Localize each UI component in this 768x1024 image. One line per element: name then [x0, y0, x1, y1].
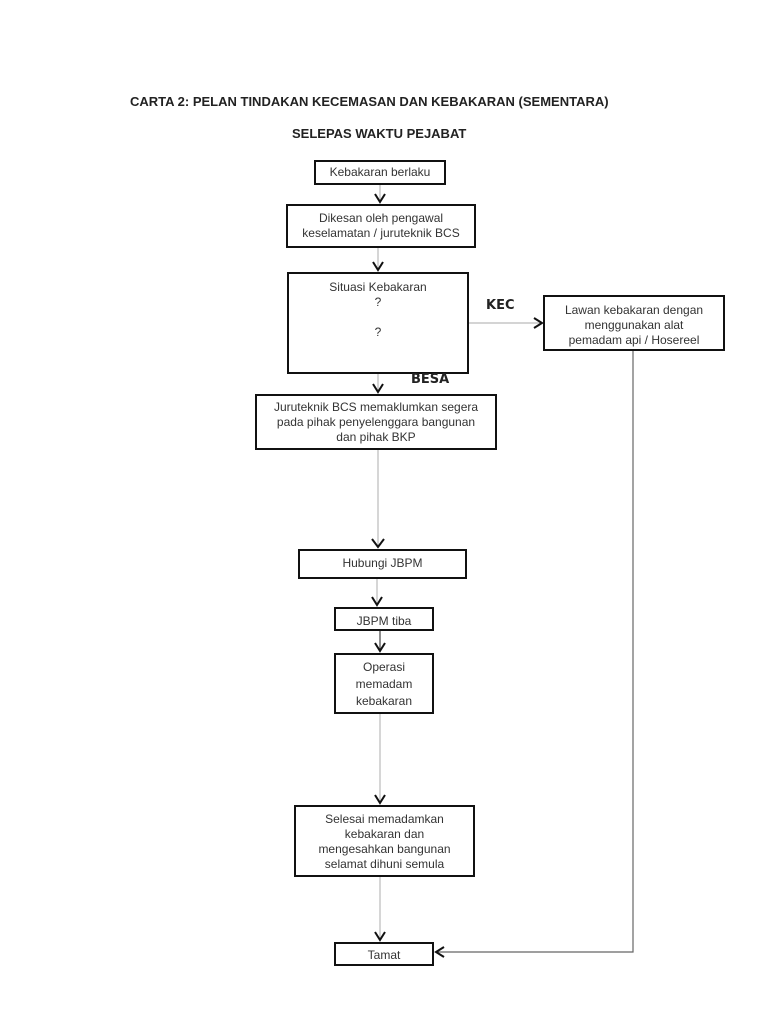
- node-text: memadam: [355, 677, 413, 691]
- node-text: Tamat: [367, 948, 401, 962]
- arrowhead: [434, 946, 445, 958]
- node-text: ?: [374, 325, 382, 339]
- arrowhead: [374, 193, 386, 204]
- node-text: kebakaran: [355, 694, 413, 708]
- arrowhead: [372, 383, 384, 394]
- node-text: pemadam api / Hosereel: [568, 333, 700, 347]
- node-fire-occurs: Kebakaran berlaku: [314, 160, 446, 185]
- node-text: Selesai memadamkan: [325, 812, 444, 826]
- node-text: Juruteknik BCS memaklumkan segera: [273, 400, 479, 414]
- arrowhead: [533, 317, 544, 329]
- node-detected: Dikesan oleh pengawal keselamatan / juru…: [286, 204, 476, 248]
- arrowhead: [374, 931, 386, 942]
- arrowhead: [371, 538, 385, 549]
- chart-subtitle: SELEPAS WAKTU PEJABAT: [292, 126, 467, 141]
- node-text: kebakaran dan: [344, 827, 425, 841]
- node-text: Situasi Kebakaran: [329, 280, 427, 294]
- node-text: keselamatan / juruteknik BCS: [302, 226, 460, 240]
- node-jbpm-arrives: JBPM tiba: [334, 607, 434, 631]
- node-fight-fire: Lawan kebakaran dengan menggunakan alat …: [543, 295, 725, 351]
- node-operation: Operasi memadam kebakaran: [334, 653, 434, 714]
- node-notify: Juruteknik BCS memaklumkan segera pada p…: [255, 394, 497, 450]
- node-end: Tamat: [334, 942, 434, 966]
- node-text: mengesahkan bangunan: [318, 842, 451, 856]
- node-text: selamat dihuni semula: [324, 857, 445, 871]
- node-text: menggunakan alat: [584, 318, 684, 332]
- connector-fight-end: [436, 350, 634, 953]
- node-text: Lawan kebakaran dengan: [564, 303, 704, 317]
- edge-label-besa: BESA: [411, 372, 450, 387]
- edge-label-kec: KEC: [486, 298, 515, 313]
- node-text: Hubungi JBPM: [342, 556, 423, 570]
- arrowhead: [371, 596, 383, 607]
- node-text: Kebakaran berlaku: [329, 165, 431, 179]
- node-text: JBPM tiba: [356, 614, 412, 628]
- arrowhead: [372, 261, 384, 272]
- arrowhead: [374, 794, 386, 805]
- arrowheads: [371, 193, 544, 958]
- arrowhead: [374, 642, 386, 653]
- node-fire-situation-decision: Situasi Kebakaran ? ?: [287, 272, 469, 374]
- node-text: ?: [374, 295, 382, 309]
- node-call-jbpm: Hubungi JBPM: [298, 549, 467, 579]
- node-finish: Selesai memadamkan kebakaran dan mengesa…: [294, 805, 475, 877]
- node-text: Operasi: [362, 660, 406, 674]
- node-text: Dikesan oleh pengawal: [318, 211, 444, 225]
- node-text: dan pihak BKP: [336, 430, 416, 444]
- node-text: pada pihak penyelenggara bangunan: [276, 415, 476, 429]
- chart-title: CARTA 2: PELAN TINDAKAN KECEMASAN DAN KE…: [130, 94, 609, 109]
